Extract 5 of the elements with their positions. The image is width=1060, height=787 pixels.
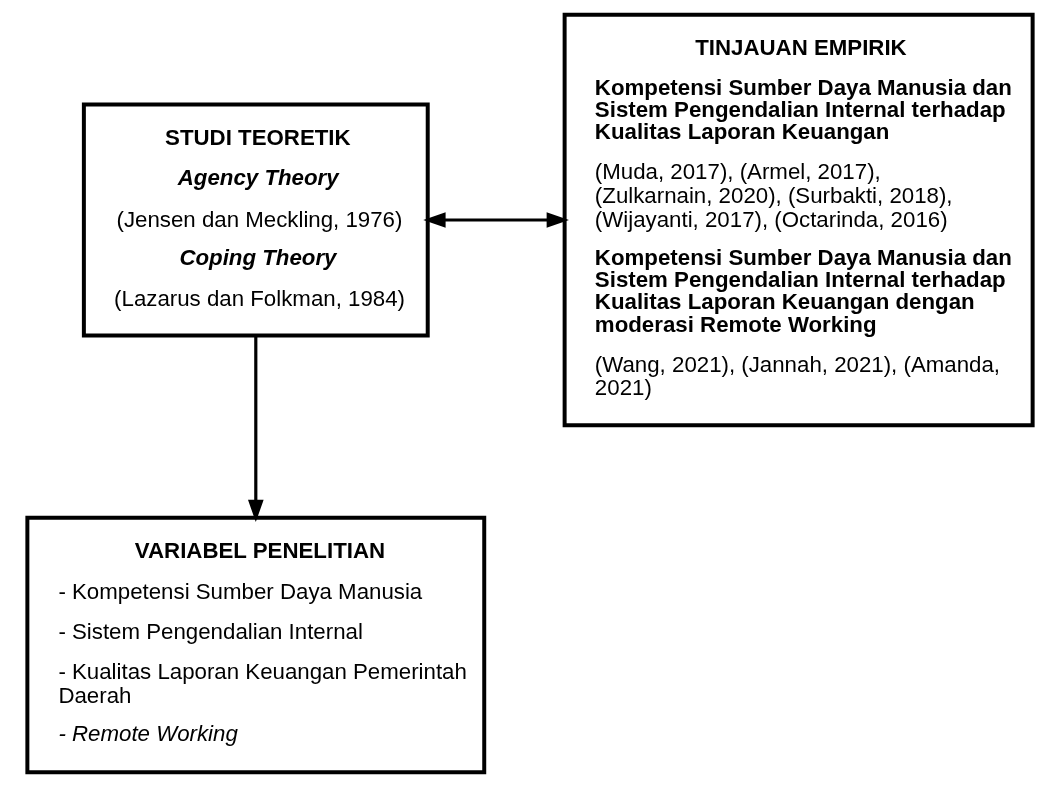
node-box: VARIABEL PENELITIAN - Kompetensi Sumber Daya Manusia - Sistem Pengendalian Internal - Kualitas Laporan Keuangan Pemerintah Daerah - Remote Working [25, 515, 487, 775]
node-box: TINJAUAN EMPIRIK Kompetensi Sumber Daya Manusia dan Sistem Pengendalian Internal terhadap Kualitas Laporan Keuangan (Muda, 2017), (Armel, 2017), (Zulkarnain, 2020), (Surbakti, 2018), (Wijayanti, 2017), (Octarinda, 2016) Kompetensi Sumber Daya Manusia dan Sistem Pengendalian Internal terhadap Kualitas Laporan Keuangan dengan moderasi Remote Working (Wang, 2021), (Jannah, 2021), (Amanda, 2021) [562, 12, 1035, 428]
arrow [423, 212, 569, 228]
node-box: STUDI TEORETIK Agency Theory (Jensen dan Meckling, 1976) Coping Theory (Lazarus dan Folkman, 1984) [81, 102, 430, 338]
arrow [248, 335, 264, 523]
